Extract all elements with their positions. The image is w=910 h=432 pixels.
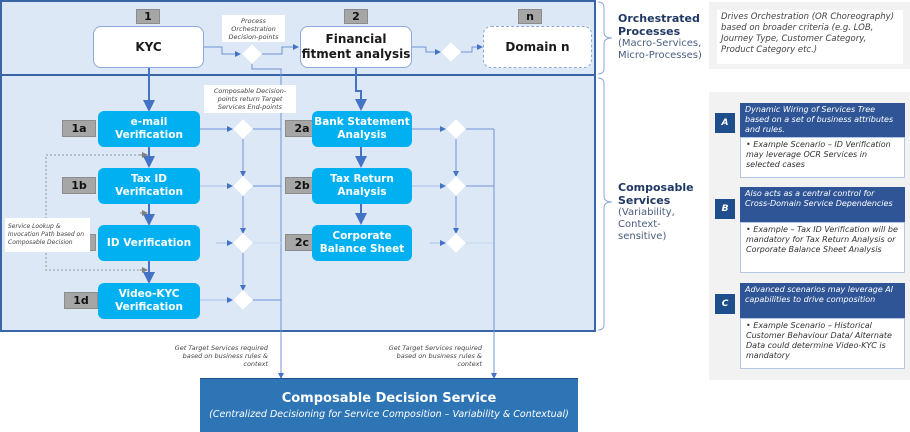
- decision-diamond-1a: [232, 118, 254, 140]
- process-domain-n[interactable]: Domain n: [483, 26, 592, 68]
- service-bank-statement-analysis[interactable]: Bank Statement Analysis: [312, 111, 412, 147]
- service-tag-2c: 2c: [285, 234, 319, 251]
- card-letter-a: A: [715, 113, 735, 133]
- service-tag-2b: 2b: [285, 177, 319, 194]
- service-corporate-balance-sheet[interactable]: Corporate Balance Sheet: [312, 225, 412, 261]
- service-video-kyc-verification[interactable]: Video-KYC Verification: [98, 283, 200, 319]
- card-c-body: • Example Scenario – Historical Customer…: [740, 318, 905, 369]
- decision-diamond-2c: [445, 232, 467, 254]
- composable-decision-note: Composable Decision-points return Target…: [204, 85, 296, 113]
- service-tax-return-analysis[interactable]: Tax Return Analysis: [312, 168, 412, 204]
- flow-kyc-to-decision: [204, 46, 241, 57]
- service-tag-1a: 1a: [62, 120, 96, 137]
- card-letter-b: B: [715, 199, 735, 219]
- composable-services-label: Composable Services (Variability, Contex…: [618, 181, 694, 242]
- composable-decision-service[interactable]: Composable Decision Service (Centralized…: [200, 378, 578, 432]
- service-tag-1b: 1b: [62, 177, 96, 194]
- decision-service-title: Composable Decision Service: [281, 391, 497, 406]
- service-tax-id-verification[interactable]: Tax ID Verification: [98, 168, 200, 204]
- decision-diamond-orchestration-2: [440, 41, 462, 63]
- card-b-head: Also acts as a central control for Cross…: [740, 187, 905, 222]
- decision-diamond-2a: [445, 118, 467, 140]
- card-b-body: • Example – Tax ID Verification will be …: [740, 222, 905, 273]
- orchestration-criteria-panel: Drives Orchestration (OR Choreography) b…: [709, 2, 910, 69]
- flow-financial-to-2a: [355, 67, 367, 111]
- decision-diamond-1d: [232, 289, 254, 311]
- decision-diamond-2b: [445, 175, 467, 197]
- process-tag-n: n: [518, 9, 542, 24]
- decision-service-subtitle: (Centralized Decisioning for Service Com…: [209, 409, 569, 420]
- card-c-head: Advanced scenarios may leverage AI capab…: [740, 283, 905, 318]
- process-financial-fitment[interactable]: Financial fitment analysis: [300, 26, 412, 68]
- get-target-note-left: Get Target Services required based on bu…: [174, 344, 268, 368]
- card-letter-c: C: [715, 294, 735, 314]
- flow-decision-down: [251, 64, 284, 379]
- card-a-body: • Example Scenario – ID Verification may…: [740, 137, 905, 178]
- decision-diamond-orchestration: [241, 43, 263, 65]
- flow-financial-to-decision: [412, 46, 441, 55]
- card-a-head: Dynamic Wiring of Services Tree based on…: [740, 103, 905, 137]
- service-id-verification[interactable]: ID Verification: [98, 225, 200, 261]
- service-lookup-note: Service Lookup & Invocation Path based o…: [5, 218, 90, 252]
- process-tag-2: 2: [344, 9, 368, 24]
- brace-composable: [597, 77, 613, 331]
- flow-decision-to-domain: [460, 44, 483, 53]
- process-tag-1: 1: [136, 9, 160, 24]
- get-target-note-right: Get Target Services required based on bu…: [388, 344, 482, 368]
- decision-diamond-1b: [232, 175, 254, 197]
- brace-orchestrated: [597, 1, 613, 75]
- service-tag-1d: 1d: [64, 292, 98, 309]
- lookup-path: [45, 154, 148, 271]
- process-orchestration-note: Process Orchestration Decision-points: [222, 15, 285, 42]
- process-kyc[interactable]: KYC: [93, 26, 204, 68]
- orchestrated-processes-label: Orchestrated Processes (Macro-Services, …: [618, 12, 702, 61]
- decision-diamond-1c: [232, 232, 254, 254]
- service-email-verification[interactable]: e-mail Verification: [98, 111, 200, 147]
- service-tag-2a: 2a: [285, 120, 319, 137]
- flow-decision-to-financial: [262, 44, 299, 55]
- orchestration-criteria-text: Drives Orchestration (OR Choreography) b…: [717, 10, 903, 64]
